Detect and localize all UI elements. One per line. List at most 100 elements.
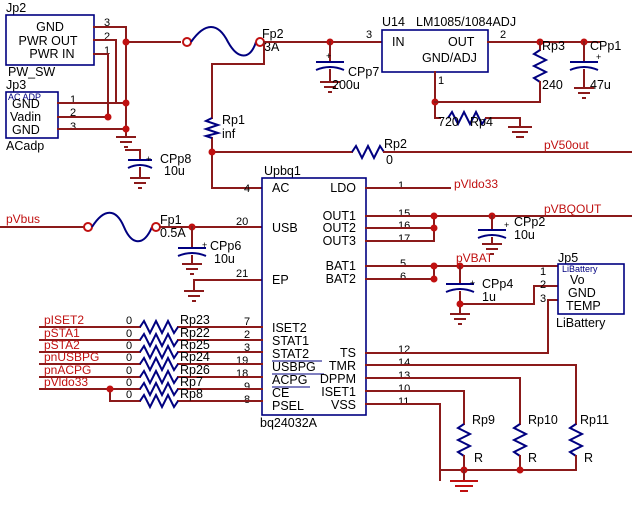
bottom-resistors: Rp9 R Rp10 R Rp11 R	[439, 413, 609, 492]
cpp1-capacitor: + CPp1 47u	[569, 39, 621, 99]
svg-text:5: 5	[400, 258, 406, 270]
rp2-resistor: Rp2 0 pV50out	[208, 137, 632, 167]
rp1-ref: Rp1	[222, 113, 245, 127]
ic-body	[261, 177, 367, 416]
ic-pin-stat1: STAT1	[272, 334, 309, 348]
jp3-num-2: 2	[70, 107, 76, 119]
svg-text:20: 20	[236, 216, 248, 228]
ic-pin-bat1: BAT1	[326, 259, 356, 273]
jp5-pin-vo: Vo	[570, 273, 585, 287]
jp2-num-1: 1	[104, 45, 110, 57]
net-pv50out: pV50out	[544, 138, 589, 152]
jp2-pin-pwr-out: PWR OUT	[18, 34, 77, 48]
cpp7-ref: CPp7	[348, 65, 379, 79]
rp11-ref: Rp11	[580, 413, 609, 427]
rp3-ref: Rp3	[542, 39, 565, 53]
svg-text:0: 0	[126, 328, 132, 340]
ic-pin-acpg: ACPG	[272, 373, 307, 387]
jp3-connector: Jp3 AC ADP GND Vadin GND ACadp 1 2 3	[5, 78, 76, 153]
u14-in: IN	[392, 35, 405, 49]
rp2-ref: Rp2	[384, 137, 407, 151]
cpp1-value: 47u	[590, 78, 611, 92]
ic-pin-out1: OUT1	[323, 209, 356, 223]
rp26-ref: Rp26	[180, 363, 210, 377]
jp3-pin-vadin: Vadin	[10, 110, 41, 124]
ic-part: bq24032A	[260, 416, 318, 430]
svg-text:15: 15	[398, 208, 410, 220]
svg-text:+: +	[504, 220, 509, 230]
connector-wiring	[57, 26, 181, 148]
rp23-ref: Rp23	[180, 313, 210, 327]
cpp8-capacitor: + CPp8 10u	[125, 149, 191, 189]
ic-pin-ldo: LDO	[330, 181, 356, 195]
fp2-ref: Fp2	[262, 27, 284, 41]
rp7-ref: Rp7	[180, 375, 203, 389]
jp5-connector: Jp5 LiBattery Vo GND TEMP LiBattery 1 2 …	[540, 251, 625, 330]
svg-text:3: 3	[244, 342, 250, 354]
jp3-ref: Jp3	[6, 78, 26, 92]
jp3-num-1: 1	[70, 94, 76, 106]
svg-text:6: 6	[400, 271, 406, 283]
cpp8-value: 10u	[164, 164, 185, 178]
ic-pin-ep: EP	[272, 273, 289, 287]
ic-pin-iset2: ISET2	[272, 321, 307, 335]
jp5-pin-gnd: GND	[568, 286, 596, 300]
svg-text:+: +	[202, 240, 207, 250]
jp5-num-2: 2	[540, 279, 546, 291]
jp5-tag: LiBattery	[562, 264, 598, 274]
cpp4-value: 1u	[482, 290, 496, 304]
ic-ref: Upbq1	[264, 164, 301, 178]
net-pnusbpg: pnUSBPG	[44, 350, 99, 364]
svg-text:0: 0	[126, 315, 132, 327]
net-pvldo33-left: pVldo33	[44, 375, 88, 389]
rp3-resistor: Rp3 240	[531, 39, 565, 103]
jp2-num-2: 2	[104, 31, 110, 43]
rp1-resistor: Rp1 inf	[202, 113, 245, 141]
cpp6-ref: CPp6	[210, 239, 241, 253]
rp24-ref: Rp24	[180, 350, 210, 364]
jp2-pin-gnd: GND	[36, 20, 64, 34]
svg-text:10: 10	[398, 383, 410, 395]
upbq1-ic: Upbq1 bq24032A AC USB EP ISET2 STAT1 STA…	[260, 164, 367, 430]
jp2-label: PW_SW	[8, 65, 55, 79]
fp1-ref: Fp1	[160, 213, 182, 227]
net-pvbqout: pVBQOUT	[544, 202, 602, 216]
svg-text:1: 1	[398, 180, 404, 192]
svg-text:16: 16	[398, 220, 410, 232]
svg-text:0: 0	[126, 377, 132, 389]
jp2-ref: Jp2	[6, 1, 26, 15]
rp3-value: 240	[542, 78, 563, 92]
svg-text:11: 11	[398, 396, 409, 408]
svg-text:+: +	[470, 278, 475, 288]
ic-pin-iset1: ISET1	[321, 385, 356, 399]
cpp2-capacitor: + CPp2 10u	[477, 215, 545, 255]
jp5-pin-temp: TEMP	[566, 299, 601, 313]
u14-pin-in: 3	[366, 29, 372, 41]
svg-text:19: 19	[236, 355, 248, 367]
rp9-value: R	[474, 451, 483, 465]
rp25-ref: Rp25	[180, 338, 210, 352]
rp4-resistor: 720 Rp4	[438, 109, 532, 138]
ic-pin-usb: USB	[272, 221, 298, 235]
net-pnacpg: pnACPG	[44, 363, 91, 377]
rp4-value: 720	[438, 115, 459, 129]
ic-pin-ts: TS	[340, 346, 356, 360]
ic-pin-vss: VSS	[331, 398, 356, 412]
u14-adj: GND/ADJ	[422, 51, 477, 65]
rail-to-rp1	[211, 41, 265, 65]
svg-text:2: 2	[244, 329, 250, 341]
u14-out: OUT	[448, 35, 475, 49]
svg-text:7: 7	[244, 316, 250, 328]
net-piset2: pISET2	[44, 313, 84, 327]
svg-text:21: 21	[236, 268, 248, 280]
ic-pin-psel: PSEL	[272, 399, 304, 413]
jp5-ref: Jp5	[558, 251, 578, 265]
cpp4-ref: CPp4	[482, 277, 513, 291]
svg-text:14: 14	[398, 357, 410, 369]
fp2-fuse: Fp2 3A	[182, 26, 284, 57]
u14-body	[381, 29, 489, 73]
cpp7-value: 200u	[332, 78, 360, 92]
jp3-num-3: 3	[70, 121, 76, 133]
svg-text:13: 13	[398, 370, 410, 382]
